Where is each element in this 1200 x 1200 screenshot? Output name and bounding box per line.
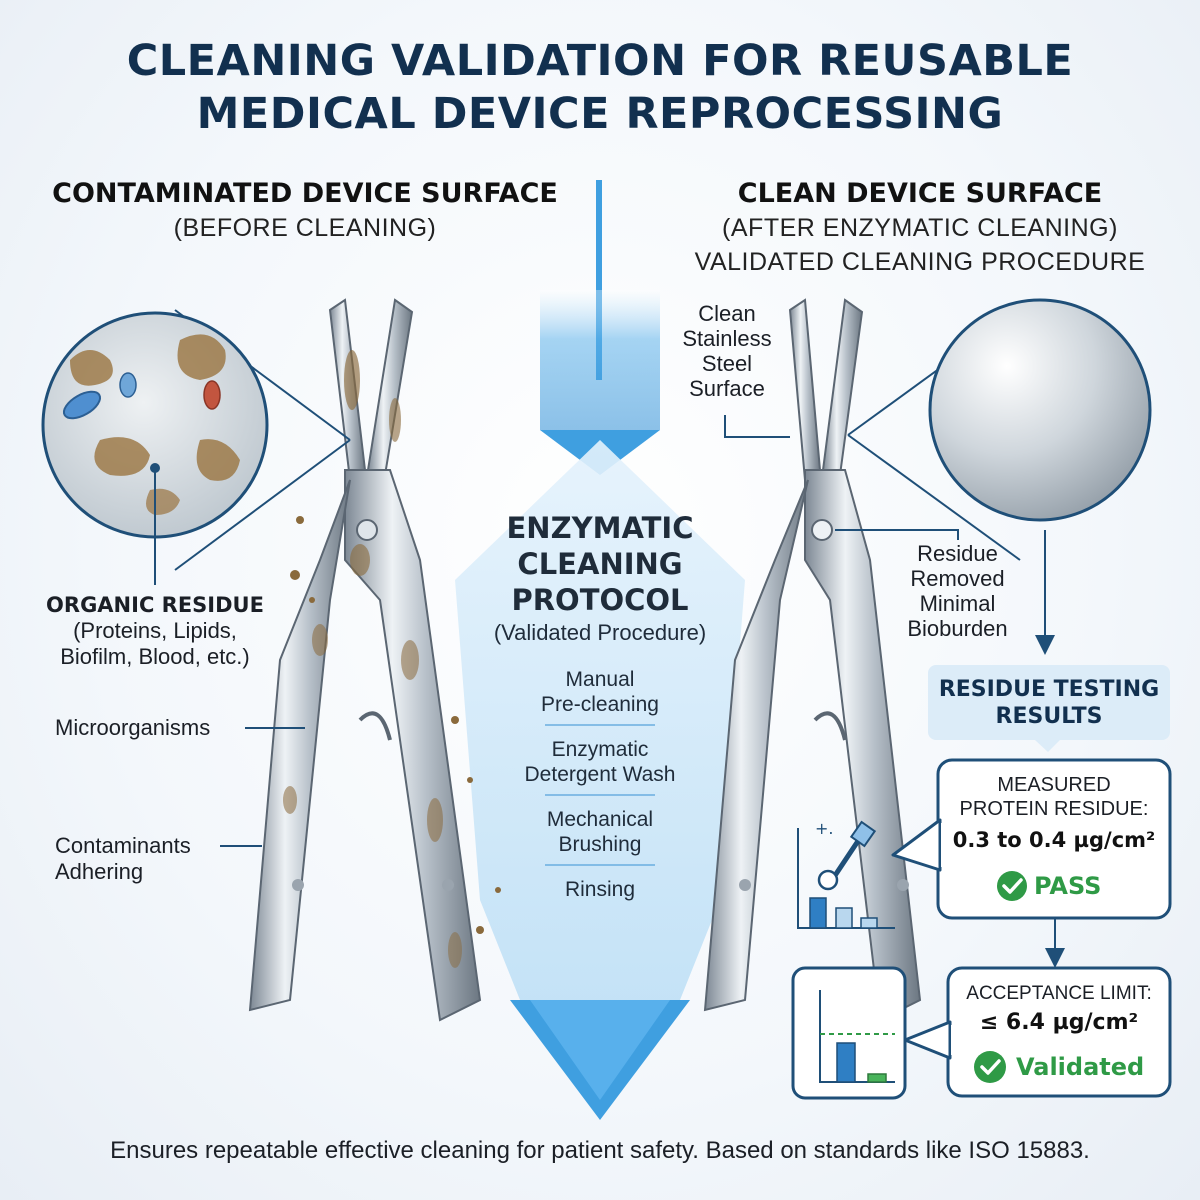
contaminants-label: Contaminants Adhering	[55, 833, 191, 885]
limit-panel	[903, 966, 1172, 1098]
clean-instrument	[703, 298, 922, 1022]
clean-surface-line-4: Surface	[689, 376, 765, 401]
measured-line-2: PROTEIN RESIDUE:	[959, 798, 1149, 820]
protocol-title-line-3: PROTOCOL	[511, 583, 689, 617]
organic-residue-line-1: (Proteins, Lipids,	[73, 618, 237, 643]
protocol-step-2-line-1: Enzymatic	[551, 738, 649, 761]
limit-mini-chart	[791, 966, 907, 1100]
clean-surface-magnifier	[847, 298, 1152, 561]
title-line-1: CLEANING VALIDATION FOR REUSABLE	[126, 36, 1074, 86]
left-subheading: (BEFORE CLEANING)	[173, 214, 437, 242]
svg-text:+.: +.	[815, 819, 834, 838]
protocol-step-3-line-2: Brushing	[558, 833, 642, 856]
protocol-step-2: Enzymatic Detergent Wash	[470, 737, 730, 787]
left-heading: CONTAMINATED DEVICE SURFACE	[52, 178, 558, 209]
clean-surface-line-2: Stainless	[682, 326, 772, 351]
organic-residue-label: ORGANIC RESIDUE (Proteins, Lipids, Biofi…	[20, 592, 290, 670]
right-heading: CLEAN DEVICE SURFACE	[737, 178, 1103, 209]
microorganisms-label: Microorganisms	[55, 715, 211, 740]
protocol-title-line-2: CLEANING	[517, 547, 683, 581]
protocol-step-4-line-1: Rinsing	[564, 878, 636, 901]
protocol-title: ENZYMATIC CLEANING PROTOCOL	[470, 510, 730, 618]
measured-line-1: MEASURED	[997, 774, 1111, 796]
clean-surface-line-1: Clean	[698, 301, 756, 326]
measured-value: 0.3 to 0.4 µg/cm²	[952, 828, 1156, 852]
contaminants-line-1: Contaminants	[55, 833, 191, 858]
protocol-title-line-1: ENZYMATIC	[506, 511, 694, 545]
protocol-step-3-line-1: Mechanical	[546, 808, 654, 831]
protocol-step-4: Rinsing	[470, 877, 730, 902]
measured-label: MEASURED PROTEIN RESIDUE:	[938, 773, 1170, 821]
protocol-step-1-line-2: Pre-cleaning	[541, 693, 659, 716]
clean-surface-line-3: Steel	[701, 351, 753, 376]
protocol-step-2-line-2: Detergent Wash	[524, 763, 676, 786]
measured-panel	[891, 758, 1172, 920]
protocol-subtitle: (Validated Procedure)	[493, 620, 707, 645]
measured-mini-chart: +.	[797, 819, 895, 929]
contaminants-line-2: Adhering	[55, 859, 144, 884]
residue-testing-line-1: RESIDUE TESTING	[938, 677, 1160, 702]
organic-residue-title: ORGANIC RESIDUE	[46, 593, 264, 617]
limit-status: Validated	[1016, 1053, 1145, 1081]
contaminated-surface-magnifier	[41, 309, 351, 571]
clean-surface-label: Clean Stainless Steel Surface	[662, 301, 792, 401]
residue-testing-line-2: RESULTS	[995, 704, 1103, 729]
residue-removed-label: Residue Removed Minimal Bioburden	[890, 541, 1025, 641]
residue-testing-header	[928, 665, 1170, 752]
residue-removed-line-4: Bioburden	[907, 616, 1008, 641]
protocol-step-1-line-1: Manual	[565, 668, 635, 691]
title-line-2: MEDICAL DEVICE REPROCESSING	[196, 89, 1004, 139]
right-subheading-2: VALIDATED CLEANING PROCEDURE	[694, 248, 1146, 276]
right-subheading-1: (AFTER ENZYMATIC CLEANING)	[722, 214, 1118, 242]
protocol-step-1: Manual Pre-cleaning	[470, 667, 730, 717]
limit-value: ≤ 6.4 µg/cm²	[979, 1010, 1139, 1035]
organic-residue-line-2: Biofilm, Blood, etc.)	[60, 644, 250, 669]
residue-testing-title: RESIDUE TESTING RESULTS	[928, 676, 1170, 730]
footer-note: Ensures repeatable effective cleaning fo…	[110, 1137, 1090, 1164]
process-arrow	[455, 180, 745, 1120]
residue-removed-line-1: Residue	[917, 541, 998, 566]
limit-label: ACCEPTANCE LIMIT:	[966, 983, 1152, 1004]
measured-status: PASS	[1034, 872, 1102, 900]
contaminated-instrument	[248, 298, 501, 1022]
residue-removed-line-2: Removed	[910, 566, 1005, 591]
residue-removed-line-3: Minimal	[919, 591, 996, 616]
protocol-step-3: Mechanical Brushing	[470, 807, 730, 857]
